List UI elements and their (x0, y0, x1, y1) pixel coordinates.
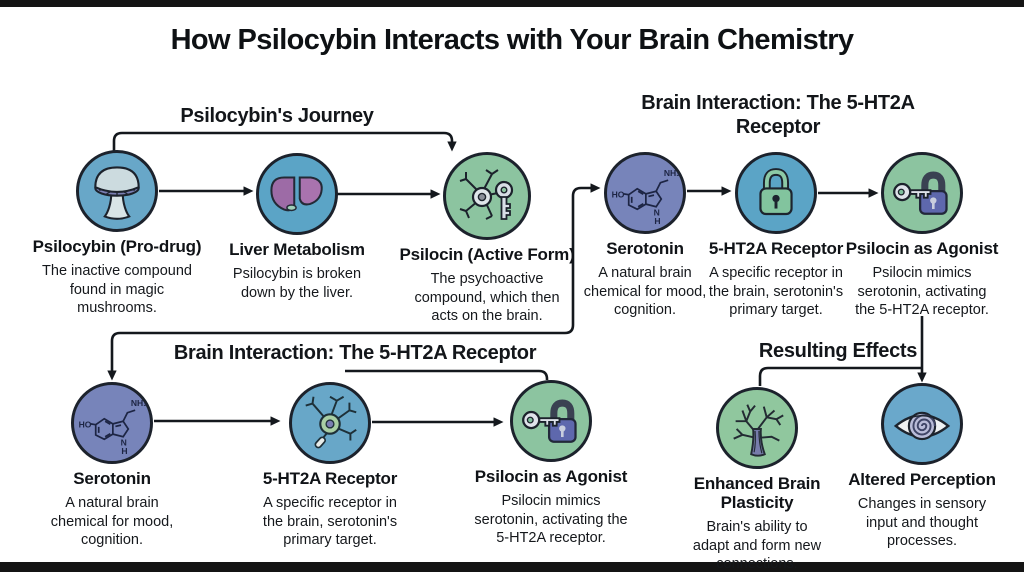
node-receptor-top: 5-HT2A Receptor A specific receptor in t… (691, 152, 861, 320)
node-psilocybin: Psilocybin (Pro-drug) The inactive compo… (22, 150, 212, 318)
plasticity-circle (716, 387, 798, 469)
agonist-top-circle (881, 152, 963, 234)
node-agonist-bottom: Psilocin as Agonist Psilocin mimics sero… (456, 380, 646, 548)
node-description: Psilocin mimics serotonin, activating th… (855, 265, 989, 318)
molecule-h-label: H (121, 446, 127, 456)
node-label: Serotonin (606, 239, 684, 258)
molecule-ho-label: HO (612, 189, 625, 199)
node-liver: Liver Metabolism Psilocybin is broken do… (207, 153, 387, 302)
serotonin-molecule-icon: HO NH₂ N H (612, 168, 681, 226)
receptor-top-circle (735, 152, 817, 234)
arrow-psilocybin-skip-to-psilocin (112, 131, 457, 152)
node-receptor-bottom: 5-HT2A Receptor A specific receptor in t… (240, 382, 420, 550)
serotonin-molecule-icon: HO NH₂ N H (79, 398, 148, 456)
node-description: The psychoactive compound, which then ac… (414, 271, 560, 324)
arrow-wrap-to-serotonin-bottom (107, 331, 121, 381)
eye-spiral-icon (893, 411, 951, 441)
node-description: Psilocin mimics serotonin, activating th… (474, 493, 628, 546)
node-description: A specific receptor in the brain, seroto… (708, 265, 844, 318)
tree-icon (733, 404, 784, 457)
molecule-nh2-label: NH₂ (131, 398, 147, 408)
node-label: Psilocin as Agonist (474, 467, 628, 486)
top-letterbox-bar (0, 0, 1024, 7)
molecule-h-label: H (654, 216, 660, 226)
section-heading-journey: Psilocybin's Journey (180, 105, 374, 127)
section-heading-receptor-bottom: Brain Interaction: The 5-HT2A Receptor (173, 342, 537, 364)
section-heading-receptor-top-line2: Receptor (735, 116, 821, 138)
node-label: Enhanced Brain Plasticity (693, 474, 821, 512)
liver-circle (256, 153, 338, 235)
node-description: Psilocybin is broken down by the liver. (232, 266, 362, 301)
node-serotonin-bottom: HO NH₂ N H Serotonin A natural brain che… (27, 382, 197, 550)
node-label: 5-HT2A Receptor (708, 239, 844, 258)
molecule-nh2-label: NH₂ (664, 168, 680, 178)
node-label: Psilocybin (Pro-drug) (32, 237, 202, 256)
neuron-icon (305, 395, 357, 449)
key-in-lock-icon (522, 399, 577, 443)
psilocybin-circle (76, 150, 158, 232)
node-label: Psilocin (Active Form) (399, 245, 575, 264)
node-label: Serotonin (73, 469, 151, 488)
node-agonist-top: Psilocin as Agonist Psilocin mimics sero… (837, 152, 1007, 320)
perception-circle (881, 383, 963, 465)
node-serotonin-top: HO NH₂ N H Serotonin A natural brain che… (565, 152, 725, 320)
liver-icon (270, 176, 323, 212)
node-label: Psilocin as Agonist (845, 239, 999, 258)
mushroom-icon (94, 166, 140, 220)
node-label: Liver Metabolism (229, 240, 365, 259)
node-description: A natural brain chemical for mood, cogni… (50, 495, 174, 548)
section-heading-receptor-top-line1: Brain Interaction: The 5-HT2A (641, 92, 915, 114)
serotonin-bottom-circle: HO NH₂ N H (71, 382, 153, 464)
psilocin-circle (443, 152, 531, 240)
node-label: Altered Perception (848, 470, 996, 489)
serotonin-top-circle: HO NH₂ N H (604, 152, 686, 234)
molecule-n-label: N (121, 437, 127, 447)
node-plasticity: Enhanced Brain Plasticity Brain's abilit… (672, 387, 842, 572)
node-description: Changes in sensory input and thought pro… (857, 496, 987, 549)
node-description: A natural brain chemical for mood, cogni… (583, 265, 707, 318)
page-title: How Psilocybin Interacts with Your Brain… (170, 24, 854, 56)
node-description: A specific receptor in the brain, seroto… (262, 495, 398, 548)
node-psilocin: Psilocin (Active Form) The psychoactive … (392, 152, 582, 326)
receptor-bottom-circle (289, 382, 371, 464)
padlock-icon (759, 168, 793, 216)
key-in-lock-icon (893, 171, 948, 215)
section-heading-effects: Resulting Effects (758, 340, 918, 362)
molecule-n-label: N (654, 207, 660, 217)
node-description: The inactive compound found in magic mus… (42, 263, 192, 316)
agonist-bottom-circle (510, 380, 592, 462)
molecule-ho-label: HO (79, 419, 92, 429)
node-perception: Altered Perception Changes in sensory in… (837, 383, 1007, 551)
node-description: Brain's ability to adapt and form new co… (692, 519, 822, 572)
section-heading-receptor-top: Brain Interaction: The 5-HT2A Receptor (628, 91, 928, 139)
neuron-key-icon (459, 169, 514, 220)
node-label: 5-HT2A Receptor (262, 469, 398, 488)
bottom-letterbox-bar (0, 562, 1024, 572)
connector-to-agonist-bottom (345, 369, 549, 380)
